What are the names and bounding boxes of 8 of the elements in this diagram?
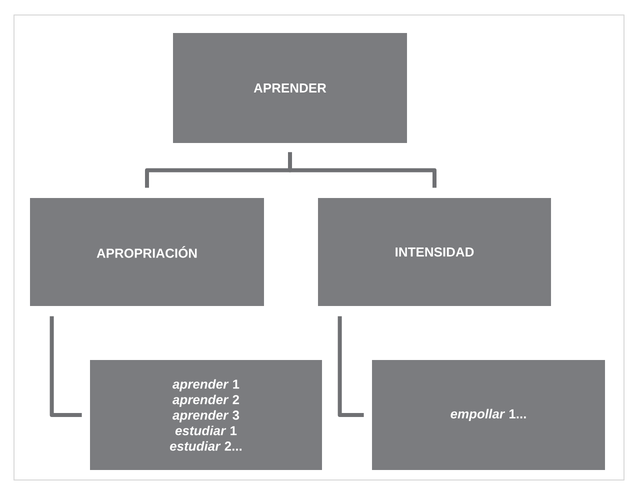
connector-line — [288, 152, 436, 188]
connector-line — [338, 316, 364, 417]
concept-box: APRENDER — [173, 33, 407, 143]
category-box: APROPRIACIÓN — [30, 198, 264, 306]
category-box: INTENSIDAD — [318, 198, 551, 306]
word-list-box: aprender 1 aprender 2 aprender 3 estudiar 1 estudiar 2... — [90, 360, 322, 470]
word-list-box: empollar 1... — [372, 360, 605, 470]
connector-line — [50, 316, 82, 417]
